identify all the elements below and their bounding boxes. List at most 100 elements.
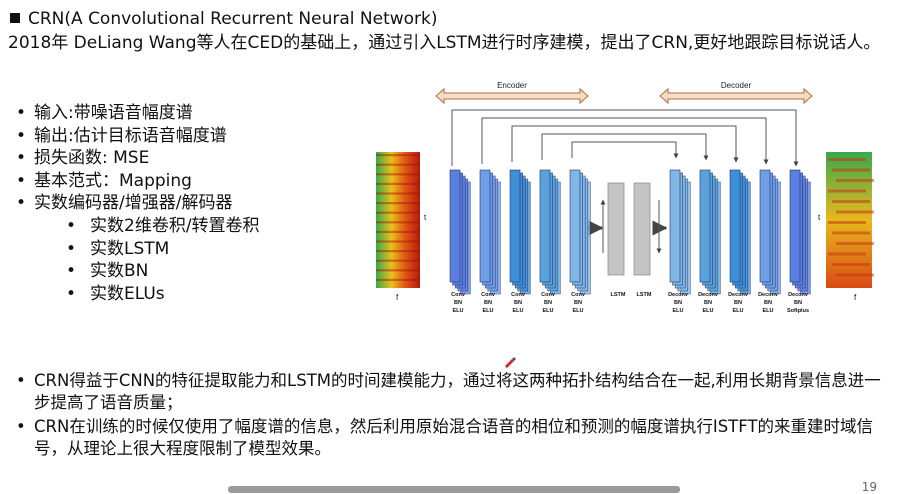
output-spectrogram-band (828, 189, 866, 193)
input-spectrogram-band (376, 163, 420, 166)
output-spectrogram-bg (826, 152, 872, 288)
feature-item: 基本范式：Mapping (12, 170, 260, 193)
input-spectrogram-band (376, 269, 420, 272)
block-label-line: ELU (673, 308, 684, 314)
output-spectrogram-band (836, 242, 874, 245)
input-spectrogram (376, 152, 420, 288)
feature-map-slab (539, 169, 551, 283)
block-label-line: Conv (571, 292, 586, 298)
block-label-line: BN (514, 300, 522, 306)
feature-item: 输出:估计目标语音幅度谱 (12, 125, 260, 148)
encoder-arrow-label: Encoder (497, 81, 527, 90)
block-label-line: BN (484, 300, 492, 306)
feature-map-slab (699, 169, 711, 283)
input-spectrogram-bg (376, 152, 420, 288)
output-spectrogram-band (832, 200, 870, 203)
block-label-line: Deconv (788, 292, 809, 298)
block-label-line: BN (764, 300, 772, 306)
feature-subitem: 实数ELUs (12, 283, 260, 306)
input-spectrogram-band (376, 211, 420, 214)
block-label-line: Deconv (668, 292, 689, 298)
block-label-line: BN (454, 300, 462, 306)
input-spectrogram-band (376, 192, 420, 195)
output-axis-f-label: f (854, 293, 857, 302)
feature-item: 实数编码器/增强器/解码器 (12, 192, 260, 215)
output-spectrogram-band (832, 263, 870, 266)
encoder-arrow: Encoder (435, 81, 589, 105)
block-label-line: ELU (703, 308, 714, 314)
input-spectrogram-band (376, 240, 420, 243)
output-spectrogram-band (832, 231, 870, 235)
input-spectrogram-band (376, 182, 420, 185)
feature-map-slab (789, 169, 801, 283)
feature-list: 输入:带噪语音幅度谱输出:估计目标语音幅度谱损失函数: MSE基本范式：Mapp… (12, 102, 260, 305)
decoder-arrow-shape (659, 87, 813, 105)
feature-map-slab (479, 169, 491, 283)
slide-title-text: CRN(A Convolutional Recurrent Neural Net… (28, 9, 438, 29)
lstm-cell (633, 182, 651, 276)
slide-title: CRN(A Convolutional Recurrent Neural Net… (8, 8, 438, 30)
input-spectrogram-band (376, 259, 420, 262)
block-label-line: Deconv (728, 292, 749, 298)
block-label-line: Deconv (698, 292, 719, 298)
input-axis-f-label: f (396, 293, 399, 302)
block-label-line: ELU (453, 308, 464, 314)
note-item: CRN在训练的时候仅使用了幅度谱的信息，然后利用原始混合语音的相位和预测的幅度谱… (12, 416, 882, 460)
feature-subitem: 实数2维卷积/转置卷积 (12, 215, 260, 238)
block-label-line: BN (734, 300, 742, 306)
feature-map-slab (449, 169, 461, 283)
block-label-line: ELU (763, 308, 774, 314)
decoder-arrow: Decoder (659, 81, 813, 105)
block-label-line: ELU (573, 308, 584, 314)
notes-list: CRN得益于CNN的特征提取能力和LSTM的时间建模能力，通过将这两种拓扑结构结… (12, 370, 882, 462)
output-axis-t-label: t (818, 213, 821, 222)
output-spectrogram-band (836, 179, 874, 182)
block-label-line: ELU (733, 308, 744, 314)
block-label-line: Conv (511, 292, 526, 298)
input-axis-t-label: t (424, 213, 427, 222)
block-label-line: BN (794, 300, 802, 306)
output-spectrogram-band (836, 210, 874, 214)
feature-map-slab (759, 169, 771, 283)
block-label-line: Softplus (787, 308, 809, 314)
input-spectrogram-band (376, 250, 420, 253)
skip-connection-line (541, 133, 709, 161)
input-spectrogram-band (376, 221, 420, 224)
skip-connection-line (451, 109, 799, 167)
block-label-line: BN (544, 300, 552, 306)
output-spectrogram (826, 152, 874, 288)
skip-connection-line (511, 125, 739, 163)
block-label-line: Conv (481, 292, 496, 298)
block-label-line: ELU (543, 308, 554, 314)
block-label-line: Conv (451, 292, 466, 298)
output-spectrogram-band (828, 158, 866, 161)
note-item: CRN得益于CNN的特征提取能力和LSTM的时间建模能力，通过将这两种拓扑结构结… (12, 370, 882, 414)
lstm-block: LSTM (607, 182, 626, 298)
feature-map-slab (729, 169, 741, 283)
feature-subitem: 实数BN (12, 260, 260, 283)
block-label-line: Conv (541, 292, 556, 298)
input-spectrogram-band (376, 173, 420, 176)
input-spectrogram-band (376, 202, 420, 205)
output-spectrogram-band (836, 273, 874, 277)
skip-connection-line (571, 141, 679, 159)
block-label-line: BN (574, 300, 582, 306)
lstm-cell (607, 182, 625, 276)
input-spectrogram-band (376, 154, 420, 157)
block-label-line: ELU (483, 308, 494, 314)
block-label-line: BN (704, 300, 712, 306)
horizontal-scrollbar[interactable] (228, 486, 680, 493)
encoder-arrow-shape (435, 87, 589, 105)
block-label-line: BN (674, 300, 682, 306)
pen-cursor-icon (505, 357, 516, 368)
